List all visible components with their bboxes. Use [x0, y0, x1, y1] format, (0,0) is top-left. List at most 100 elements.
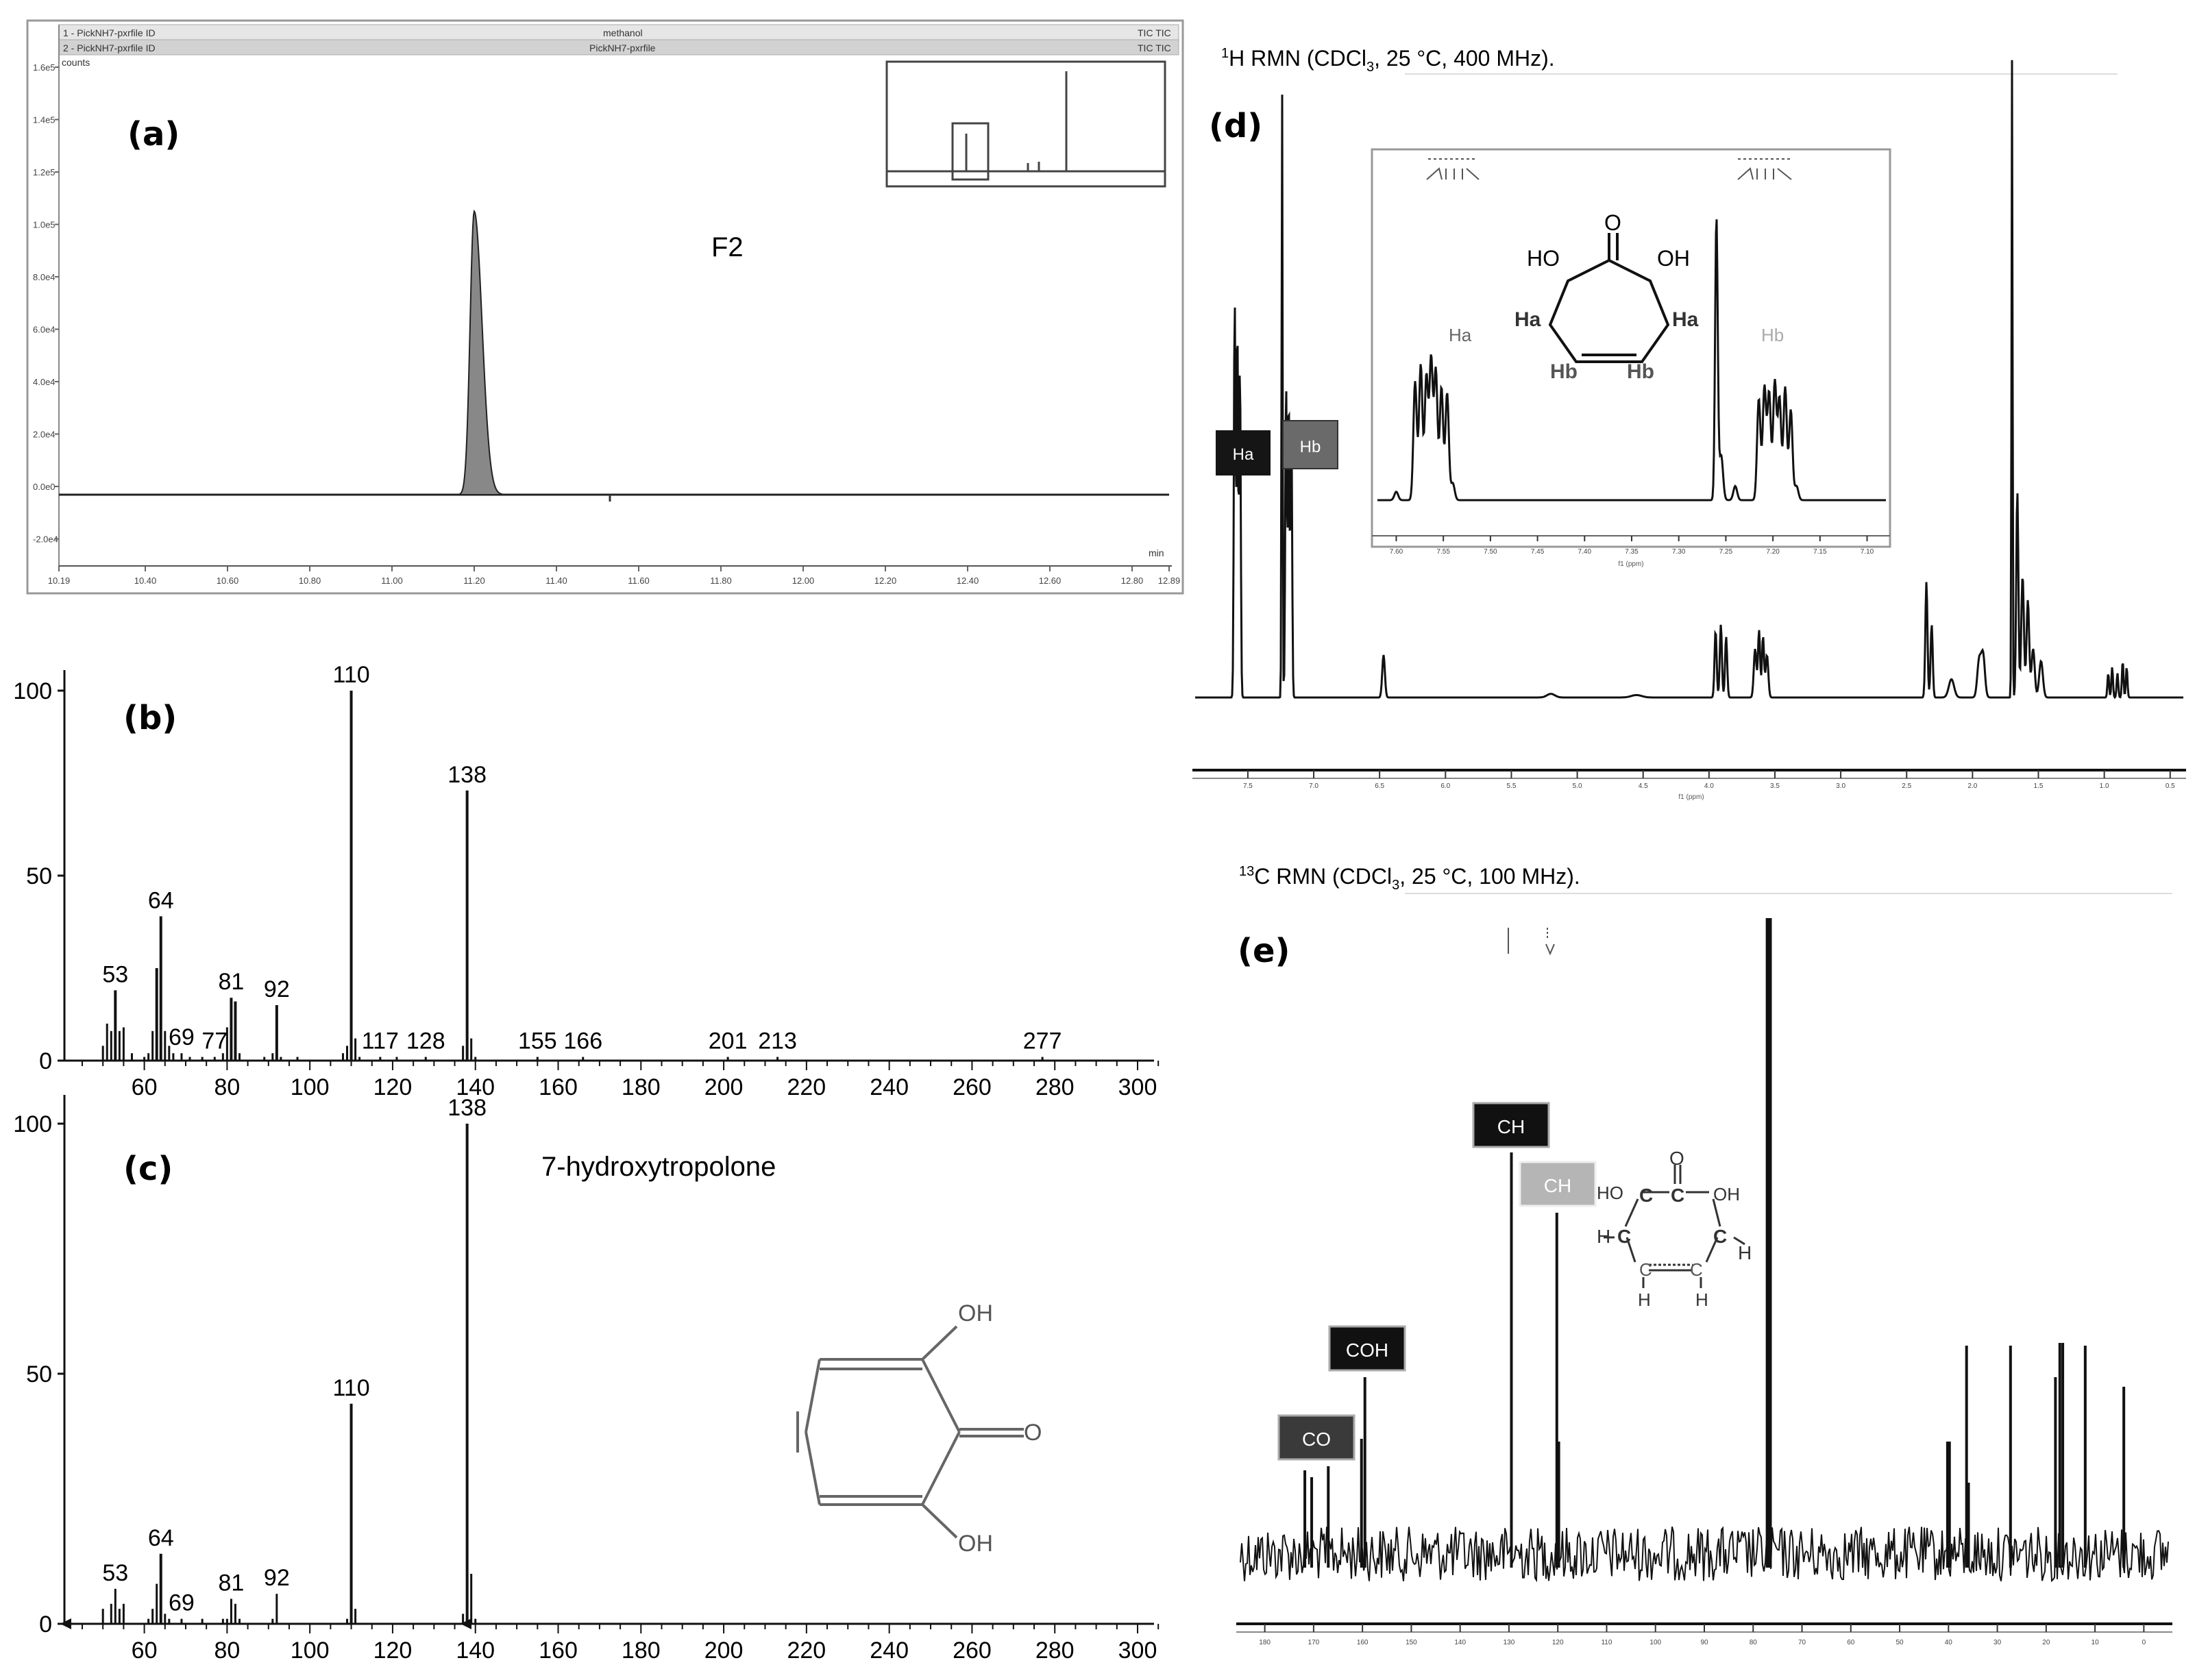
c-peak-label: 53	[102, 1560, 128, 1586]
b-x-tick: 180	[622, 1074, 661, 1100]
panel-a-x-tick: 11.40	[545, 576, 567, 586]
panel-d-tag-ha: Ha	[1216, 430, 1271, 475]
panel-a-y-tick: 1.2e5	[33, 167, 56, 177]
panel-e-x-tick: 60	[1847, 1639, 1855, 1646]
panel-c-structure-o: O	[1024, 1420, 1042, 1446]
panel-e-x-tick: 70	[1798, 1639, 1806, 1646]
b-x-tick: 240	[870, 1074, 909, 1100]
panel-e-title: 13C RMN (CDCl3, 25 °C, 100 MHz).	[1239, 864, 1580, 893]
panel-a-y-tick: 6.0e4	[33, 325, 56, 335]
svg-text:CH: CH	[1497, 1116, 1525, 1137]
panel-d-inset-x-tick: 7.25	[1719, 548, 1733, 556]
svg-text:O: O	[1604, 210, 1621, 235]
panel-a-y-tick: 8.0e4	[33, 272, 56, 282]
svg-text:H: H	[1597, 1226, 1610, 1247]
b-peak-label: 128	[406, 1028, 445, 1054]
svg-text:HO: HO	[1527, 246, 1560, 271]
svg-text:O: O	[1669, 1148, 1684, 1169]
c-x-tick: 140	[456, 1638, 495, 1664]
svg-text:f1 (ppm): f1 (ppm)	[1618, 560, 1643, 568]
panel-e-x-tick: 30	[1994, 1639, 2002, 1646]
c-x-tick: 80	[214, 1638, 240, 1664]
b-y-tick: 100	[13, 678, 52, 704]
svg-text:C: C	[1671, 1185, 1684, 1206]
b-peak-label: 201	[709, 1028, 748, 1054]
panel-e-x-tick: 10	[2092, 1639, 2100, 1646]
b-peak-label: 64	[148, 887, 174, 913]
panel-a-header-2-center: PickNH7-pxrfile	[589, 42, 656, 53]
b-x-tick: 220	[787, 1074, 826, 1100]
b-x-tick: 60	[132, 1074, 158, 1100]
c-y-tick: 0	[39, 1611, 52, 1638]
panel-c-structure-oh-bottom: OH	[958, 1531, 993, 1557]
b-x-tick: 80	[214, 1074, 240, 1100]
panel-a-x-tick: 11.80	[710, 576, 732, 586]
panel-d-inset-x-tick: 7.60	[1390, 548, 1403, 556]
c-x-tick: 220	[787, 1638, 826, 1664]
svg-text:H: H	[1695, 1289, 1708, 1310]
panel-d-inset-x-tick: 7.45	[1531, 548, 1545, 556]
panel-c-label: (c)	[123, 1150, 173, 1188]
b-peak-label: 155	[518, 1028, 557, 1054]
c-x-tick: 200	[704, 1638, 744, 1664]
b-x-tick: 120	[373, 1074, 413, 1100]
panel-e-x-tick: 120	[1552, 1639, 1564, 1646]
panel-a-y-tick: 1.6e5	[33, 62, 56, 73]
c-peak-label: 110	[332, 1375, 369, 1401]
svg-text:C: C	[1713, 1226, 1727, 1247]
panel-d-x-tick: 0.5	[2166, 782, 2175, 790]
panel-a-y-tick: 1.4e5	[33, 115, 56, 125]
b-peak-label: 110	[332, 662, 369, 688]
panel-d-x-tick: 7.0	[1309, 782, 1318, 790]
c-peak-label: 92	[264, 1565, 290, 1591]
svg-text:HO: HO	[1597, 1183, 1623, 1203]
svg-text:C: C	[1690, 1259, 1703, 1280]
panel-d-inset-x-tick: 7.20	[1766, 548, 1780, 556]
panel-c-title: 7-hydroxytropolone	[541, 1152, 776, 1182]
svg-text:C: C	[1639, 1185, 1653, 1206]
panel-a-header-1-right: TIC TIC	[1138, 27, 1171, 38]
panel-e-x-tick: 80	[1750, 1639, 1758, 1646]
panel-a-y-tick: -2.0e4	[33, 534, 58, 545]
b-peak-label: 81	[218, 969, 244, 995]
panel-e-x-tick: 130	[1504, 1639, 1515, 1646]
panel-d-inset-x-tick: 7.35	[1625, 548, 1639, 556]
c-x-tick: 240	[870, 1638, 909, 1664]
panel-d-x-tick: 6.5	[1375, 782, 1384, 790]
panel-a-header-1-center: methanol	[603, 27, 643, 38]
panel-a-frame	[26, 19, 1184, 595]
panel-a-y-tick: 0.0e0	[33, 482, 56, 492]
panel-a-x-tick: 10.19	[48, 576, 71, 586]
panel-a-y-tick-labels: 1.6e51.4e51.2e51.0e58.0e46.0e44.0e42.0e4…	[33, 62, 59, 545]
panel-b-peaks	[101, 691, 1044, 1061]
panel-a-peak	[454, 209, 515, 495]
b-peak-label: 277	[1023, 1028, 1062, 1054]
b-x-tick: 140	[456, 1074, 495, 1100]
panel-d-x-tick: 4.5	[1639, 782, 1648, 790]
panel-e-structure	[1604, 1165, 1745, 1288]
c-peak-label: 64	[148, 1525, 174, 1551]
panel-d-x-tick: 7.5	[1243, 782, 1253, 790]
panel-e-label: (e)	[1238, 932, 1290, 970]
panel-d-x-tick: 5.0	[1573, 782, 1582, 790]
panel-a-x-tick: 12.60	[1039, 576, 1062, 586]
panel-e-tag-coh: COH	[1328, 1325, 1406, 1372]
panel-a-x-tick: 11.00	[381, 576, 403, 586]
b-x-tick: 100	[291, 1074, 330, 1100]
b-peak-label: 166	[563, 1028, 602, 1054]
b-x-tick: 160	[539, 1074, 578, 1100]
panel-a-xlabel: min	[1149, 547, 1164, 558]
panel-d-x-tick: 1.5	[2034, 782, 2044, 790]
panel-d-inset-x-tick: 7.40	[1578, 548, 1592, 556]
svg-text:C: C	[1639, 1259, 1652, 1280]
svg-text:OH: OH	[1657, 246, 1690, 271]
c-peak-label: 69	[169, 1590, 195, 1616]
